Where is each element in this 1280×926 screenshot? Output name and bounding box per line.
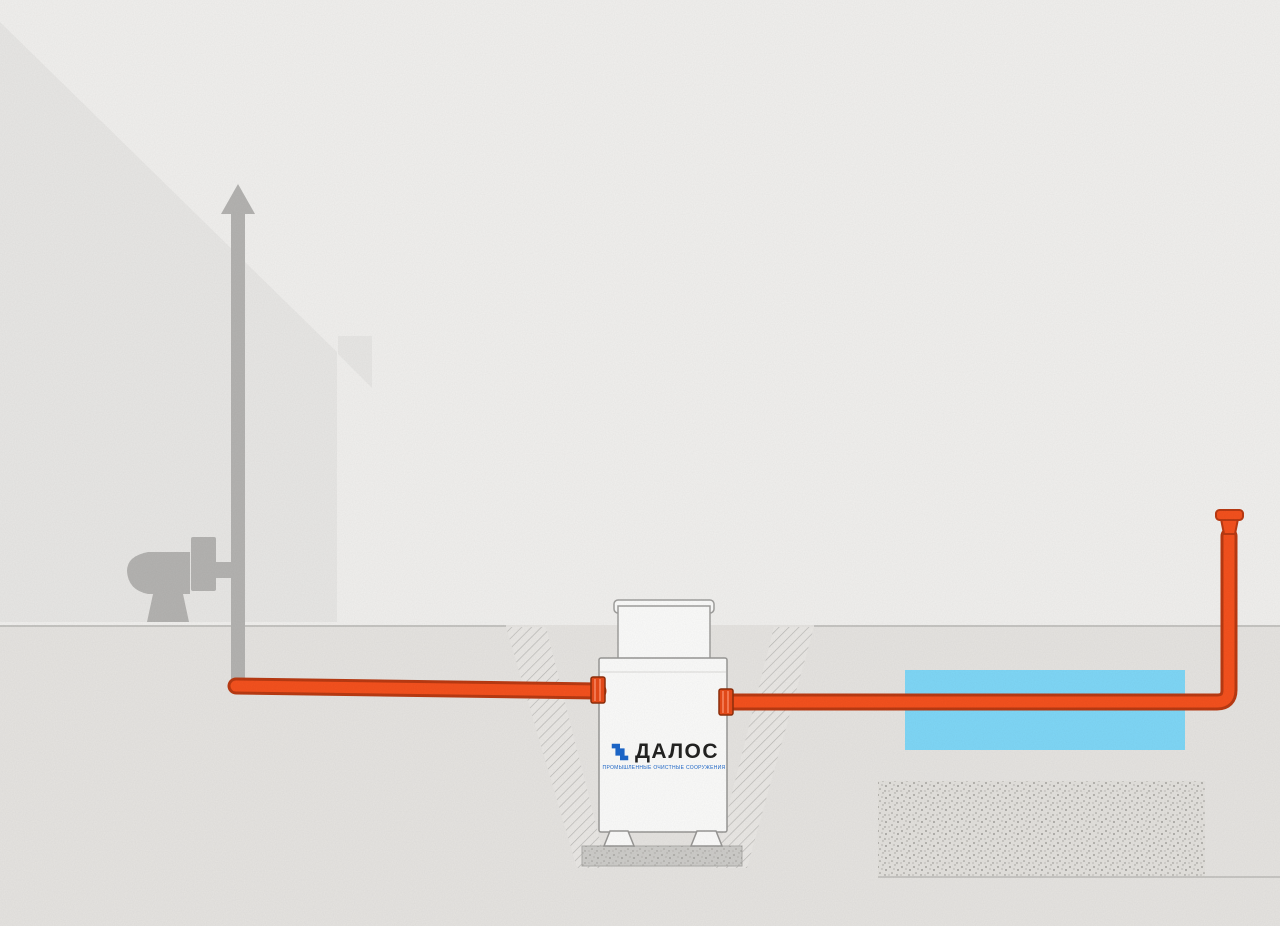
concrete-slab xyxy=(581,845,743,867)
tank-body xyxy=(598,657,728,833)
inlet-coupling xyxy=(590,676,606,704)
outlet-coupling xyxy=(718,688,734,716)
tank-foot-right xyxy=(689,830,724,847)
septic-tank xyxy=(598,599,728,847)
tank-foot-left xyxy=(602,830,636,847)
sewer-pipe-inlet xyxy=(227,677,607,700)
tank-neck xyxy=(617,605,711,663)
